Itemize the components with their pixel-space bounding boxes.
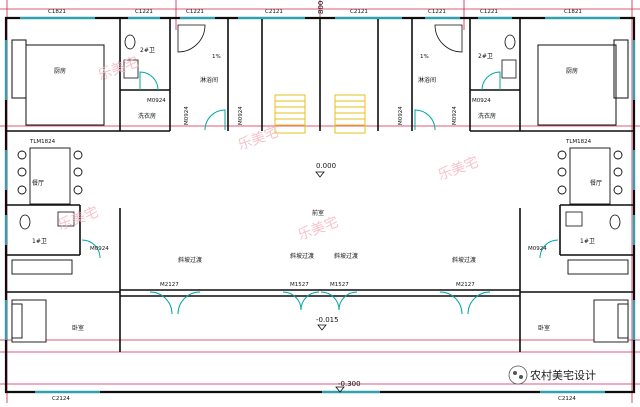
- stairs: [274, 94, 366, 134]
- window-codes-top: C1821 C1221 C1221 C2121 C2121 C1221 C122…: [48, 9, 582, 15]
- room-shower-right: 淋浴间: [418, 76, 436, 84]
- sanitary-fixtures: [19, 34, 621, 230]
- door-code: M1527: [290, 282, 309, 288]
- stamp: 乐美宅: [236, 124, 281, 153]
- window-code-bottom: C2124: [558, 396, 576, 402]
- level-main: 0.000: [316, 162, 336, 170]
- door-swings: [81, 71, 559, 315]
- room-bedroom-left: 卧室: [72, 324, 84, 332]
- room-dining-right: 餐厅: [590, 179, 602, 187]
- shower-slope-right: 1%: [420, 54, 429, 60]
- window-code: C1221: [135, 9, 153, 15]
- slope-label: 斜坡过渡: [290, 252, 314, 260]
- window-code: C1221: [186, 9, 204, 15]
- wechat-icon-dot: [519, 375, 523, 379]
- room-bath-1f-right: 1#卫: [580, 238, 595, 245]
- stamp: 乐美宅: [56, 204, 101, 233]
- level-outside: -0.300: [338, 380, 361, 388]
- door-code: M2127: [456, 282, 475, 288]
- stamp: 乐美宅: [296, 214, 341, 243]
- door-code: M0924: [452, 106, 458, 125]
- room-laundry-right: 洗衣房: [478, 112, 496, 120]
- beds: [11, 299, 629, 343]
- window-code: C1221: [480, 9, 498, 15]
- level-step: -0.015: [316, 316, 339, 324]
- door-code: M0924: [238, 106, 244, 125]
- stamp: 乐美宅: [96, 54, 141, 83]
- room-bath-2f-left: 2#卫: [140, 47, 155, 54]
- room-bath-2f-right: 2#卫: [478, 53, 493, 60]
- door-code: M1527: [330, 282, 349, 288]
- door-code: M0924: [398, 106, 404, 125]
- watermark-text: 农村美宅设计: [530, 368, 596, 382]
- door-code: M0924: [90, 246, 109, 252]
- window-code: C2121: [265, 9, 283, 15]
- wardrobes: [11, 259, 629, 275]
- room-shower-left: 淋浴间: [200, 76, 218, 84]
- door-code: M0924: [472, 98, 491, 104]
- slope-label: 斜坡过渡: [178, 256, 202, 264]
- door-code: M0924: [147, 98, 166, 104]
- room-labels: 厨房 厨房 2#卫 2#卫 淋浴间 淋浴间 洗衣房 洗衣房 餐厅 餐厅 前室 1…: [32, 47, 602, 332]
- windows: [5, 17, 635, 393]
- door-code: M2127: [160, 282, 179, 288]
- kitchen-counters: [11, 39, 629, 126]
- door-code: TLM1824: [29, 139, 56, 145]
- slope-label: 斜坡过渡: [334, 252, 358, 260]
- door-code: M0924: [528, 246, 547, 252]
- room-hall-center: 前室: [312, 209, 324, 217]
- room-kitchen-right: 厨房: [566, 67, 578, 75]
- window-code: C1821: [48, 9, 66, 15]
- room-laundry-left: 洗衣房: [138, 112, 156, 120]
- stamp: 乐美宅: [436, 154, 481, 183]
- room-bath-1f-left: 1#卫: [32, 238, 47, 245]
- door-codes: M0924 M0924 M0924 M0924 M0924 M0924 M092…: [29, 98, 592, 288]
- window-code: C1221: [428, 9, 446, 15]
- shower-trays: [177, 24, 463, 53]
- wechat-icon-dot: [513, 371, 517, 375]
- dining-tables: [17, 147, 623, 205]
- window-code: C2121: [350, 9, 368, 15]
- window-code: C1821: [564, 9, 582, 15]
- door-code: M0924: [184, 106, 190, 125]
- window-code-bottom: C2124: [52, 396, 70, 402]
- wechat-icon: [508, 365, 528, 385]
- slope-label: 斜坡过渡: [452, 256, 476, 264]
- room-bedroom-right: 卧室: [538, 324, 550, 332]
- dimension-label: 800: [317, 1, 325, 14]
- room-dining-left: 餐厅: [32, 179, 44, 187]
- room-kitchen-left: 厨房: [54, 67, 66, 75]
- door-code: TLM1824: [565, 139, 592, 145]
- level-markers: [315, 171, 345, 393]
- slope-labels: 斜坡过渡 斜坡过渡 斜坡过渡 斜坡过渡: [178, 252, 476, 264]
- watermark-badge: 农村美宅设计: [508, 365, 596, 385]
- shower-slope-left: 1%: [212, 54, 221, 60]
